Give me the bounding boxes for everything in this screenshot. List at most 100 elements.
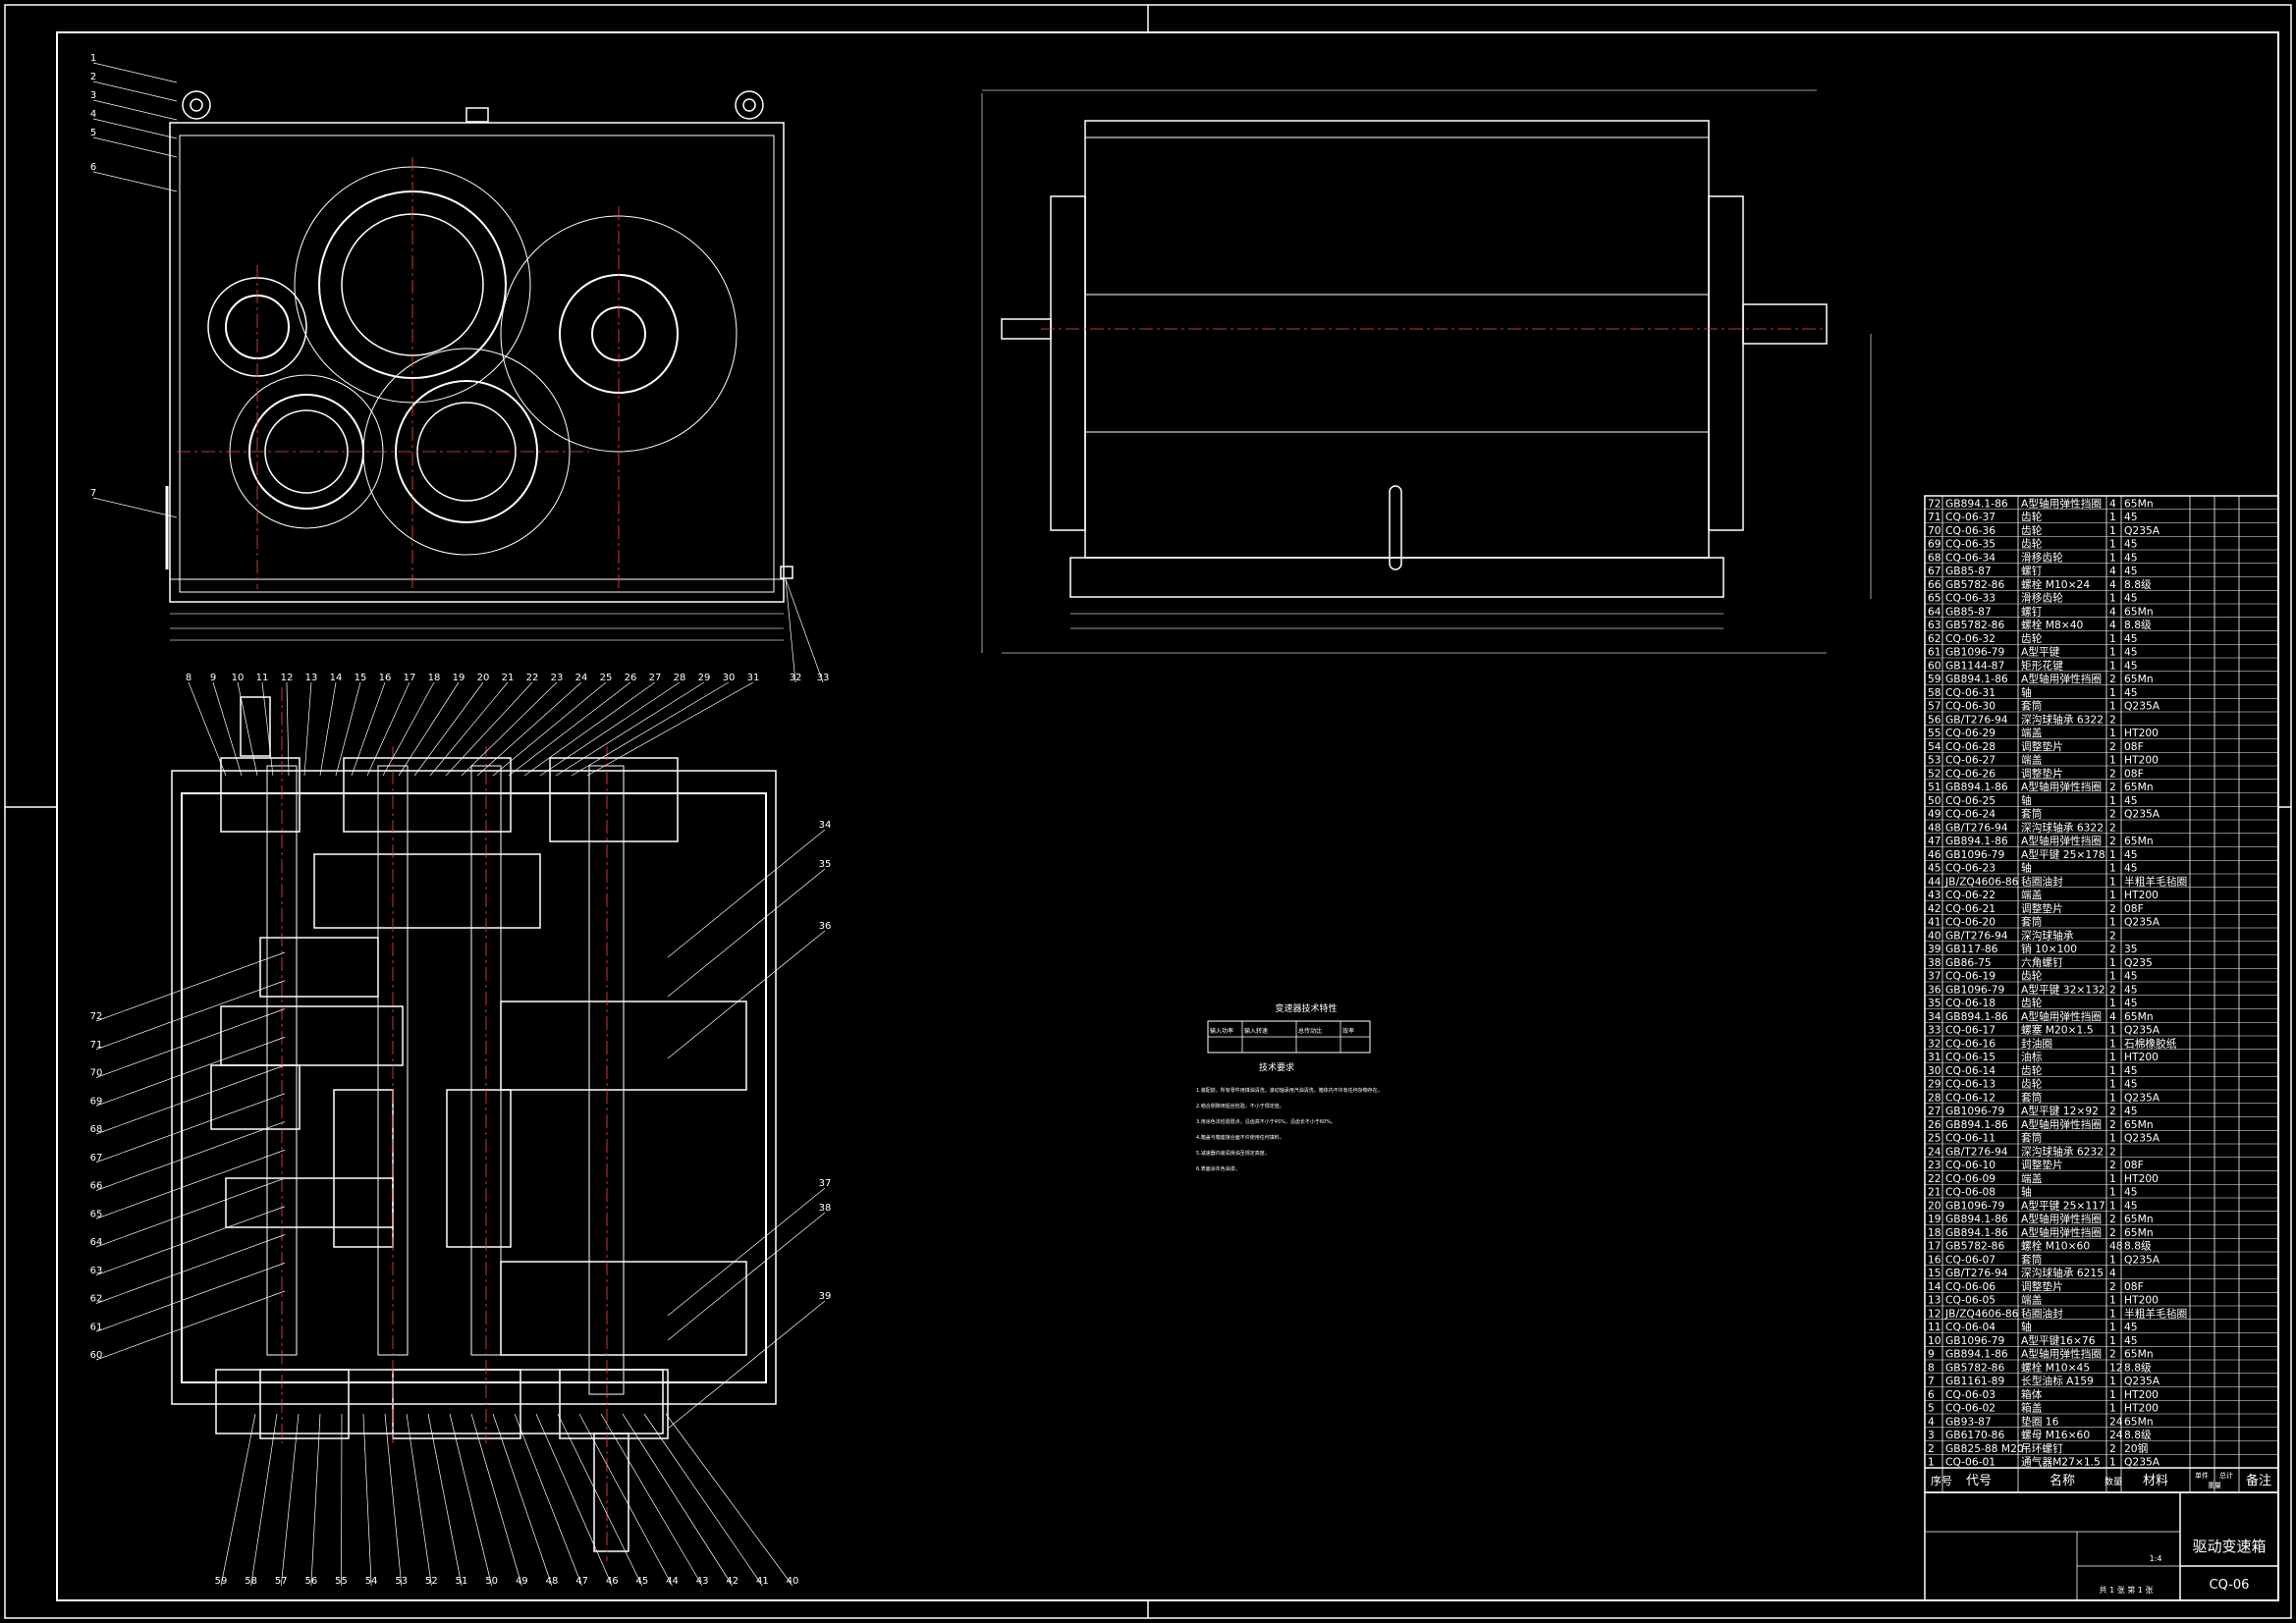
part-name: 长型油标 A159 <box>2021 1375 2094 1387</box>
part-name: A型轴用弹性挡圈 <box>2021 835 2102 847</box>
part-material: 8.8级 <box>2124 1361 2152 1374</box>
part-name: 通气器M27×1.5 <box>2021 1456 2101 1469</box>
part-material: 8.8级 <box>2124 578 2152 591</box>
balloon-plan-53: 53 <box>395 1576 408 1587</box>
part-qty: 2 <box>2109 1118 2116 1131</box>
part-name: A型轴用弹性挡圈 <box>2021 497 2102 510</box>
part-qty: 1 <box>2109 875 2116 888</box>
part-material: 石棉橡胶纸 <box>2124 1037 2177 1050</box>
part-name: A型轴用弹性挡圈 <box>2021 1226 2102 1239</box>
tech-req-4: 4.箱盖与箱座接合面不许使用任何填料。 <box>1196 1134 1285 1141</box>
part-qty: 2 <box>2109 943 2116 955</box>
sheet-info: 共 1 张 第 1 张 <box>2100 1585 2154 1595</box>
part-no: 55 <box>1928 727 1941 739</box>
balloon-plan-52: 52 <box>425 1576 438 1587</box>
part-no: 14 <box>1928 1280 1941 1293</box>
part-no: 68 <box>1928 551 1941 564</box>
part-qty: 4 <box>2109 565 2116 577</box>
part-no: 9 <box>1928 1348 1935 1361</box>
part-qty: 2 <box>2109 1105 2116 1117</box>
part-name: 套筒 <box>2021 700 2043 713</box>
part-qty: 1 <box>2109 848 2116 861</box>
part-name: 套筒 <box>2021 1132 2043 1145</box>
part-qty: 1 <box>2109 1402 2116 1415</box>
part-qty: 2 <box>2109 1213 2116 1225</box>
part-code: GB894.1-86 <box>1945 1226 2008 1239</box>
balloon-plan-55: 55 <box>335 1576 348 1587</box>
part-qty: 1 <box>2109 997 2116 1009</box>
part-material: HT200 <box>2124 889 2159 901</box>
balloon-plan-56: 56 <box>305 1576 318 1587</box>
balloon-plan-24: 24 <box>575 673 588 683</box>
part-qty: 1 <box>2109 700 2116 713</box>
part-no: 52 <box>1928 767 1941 780</box>
balloon-plan-19: 19 <box>453 673 465 683</box>
header-code: 代号 <box>1966 1474 1992 1488</box>
balloon-plan-37: 37 <box>819 1178 832 1189</box>
part-material: Q235A <box>2124 1024 2160 1037</box>
part-code: GB894.1-86 <box>1945 1348 2008 1361</box>
part-qty: 1 <box>2109 1132 2116 1145</box>
balloon-plan-66: 66 <box>90 1181 103 1192</box>
balloon-plan-59: 59 <box>215 1576 228 1587</box>
balloon-plan-31: 31 <box>747 673 760 683</box>
part-qty: 48 <box>2109 1240 2123 1253</box>
part-no: 40 <box>1928 929 1941 942</box>
balloon-plan-26: 26 <box>625 673 637 683</box>
part-material: HT200 <box>2124 1294 2159 1307</box>
part-code: JB/ZQ4606-86 <box>1944 875 2019 888</box>
balloon-plan-12: 12 <box>281 673 294 683</box>
part-no: 43 <box>1928 889 1941 901</box>
part-qty: 2 <box>2109 781 2116 793</box>
balloon-front-32: 32 <box>790 673 802 683</box>
part-qty: 1 <box>2109 970 2116 983</box>
part-name: 端盖 <box>2021 1172 2043 1185</box>
balloon-front-7: 7 <box>90 488 96 499</box>
balloon-plan-42: 42 <box>726 1576 738 1587</box>
part-code: CQ-06-32 <box>1945 632 1995 645</box>
part-qty: 1 <box>2109 551 2116 564</box>
part-name: 毡圈油封 <box>2021 875 2063 888</box>
part-material: 8.8级 <box>2124 619 2152 631</box>
part-qty: 12 <box>2109 1361 2123 1374</box>
part-no: 61 <box>1928 646 1941 659</box>
part-material: 65Mn <box>2124 605 2154 618</box>
part-qty: 1 <box>2109 538 2116 551</box>
part-no: 41 <box>1928 916 1941 929</box>
part-name: 矩形花键 <box>2021 659 2063 672</box>
front-view-centerlines <box>177 157 620 589</box>
balloon-plan-27: 27 <box>649 673 662 683</box>
part-material: 45 <box>2124 862 2138 875</box>
part-code: CQ-06-30 <box>1945 700 1995 713</box>
part-code: GB894.1-86 <box>1945 781 2008 793</box>
part-material: 08F <box>2124 740 2144 753</box>
part-no: 5 <box>1928 1402 1935 1415</box>
part-material: 45 <box>2124 551 2138 564</box>
part-qty: 1 <box>2109 686 2116 699</box>
part-code: GB1096-79 <box>1945 646 2004 659</box>
part-qty: 2 <box>2109 1159 2116 1171</box>
part-material: 65Mn <box>2124 673 2154 685</box>
tech-requirements-title: 技术要求 <box>1259 1061 1294 1073</box>
part-no: 26 <box>1928 1118 1941 1131</box>
part-material: 8.8级 <box>2124 1429 2152 1441</box>
balloon-plan-23: 23 <box>551 673 564 683</box>
balloon-front-1: 1 <box>90 53 96 64</box>
part-qty: 1 <box>2109 1078 2116 1091</box>
part-no: 22 <box>1928 1172 1941 1185</box>
part-qty: 1 <box>2109 1334 2116 1347</box>
part-qty: 1 <box>2109 1024 2116 1037</box>
balloon-plan-64: 64 <box>90 1237 103 1248</box>
part-code: GB1096-79 <box>1945 1334 2004 1347</box>
part-code: GB/T276-94 <box>1945 1267 2008 1279</box>
part-name: 毡圈油封 <box>2021 1307 2063 1320</box>
part-code: CQ-06-31 <box>1945 686 1995 699</box>
part-code: GB825-88 M20 <box>1945 1442 2024 1455</box>
part-no: 29 <box>1928 1078 1941 1091</box>
part-material: Q235A <box>2124 700 2160 713</box>
balloon-plan-28: 28 <box>674 673 686 683</box>
part-qty: 1 <box>2109 1091 2116 1104</box>
part-name: 螺塞 M20×1.5 <box>2021 1024 2094 1037</box>
part-qty: 2 <box>2109 983 2116 996</box>
part-no: 45 <box>1928 862 1941 875</box>
